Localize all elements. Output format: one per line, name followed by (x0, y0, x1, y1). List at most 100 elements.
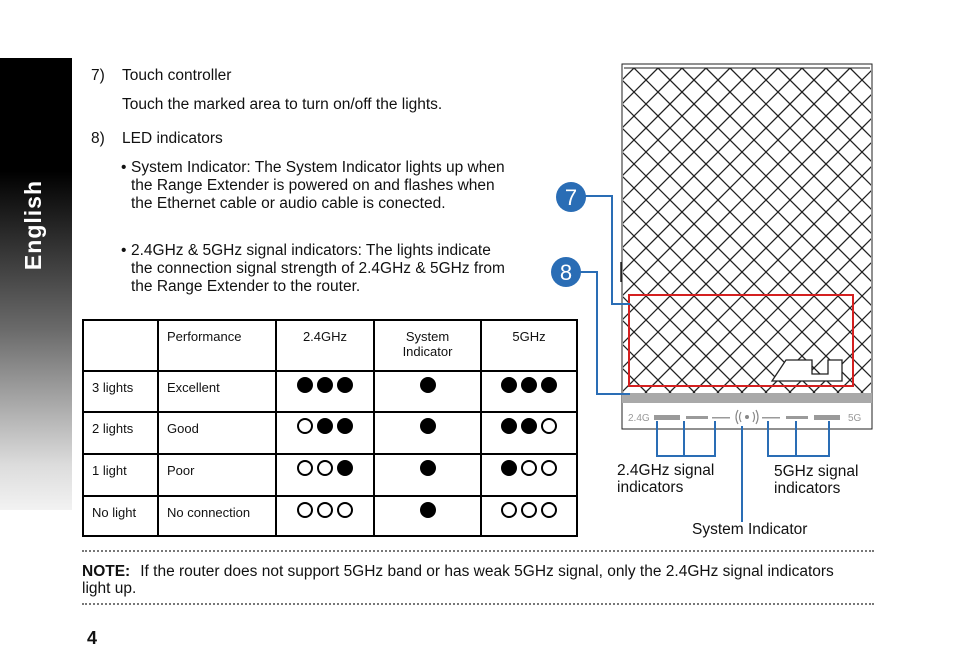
led-off-icon (521, 502, 537, 518)
leader-7 (585, 195, 630, 305)
separator-bottom (82, 603, 874, 605)
row-performance: Excellent (157, 370, 277, 413)
led-off-icon (317, 460, 333, 476)
led-on-icon (297, 377, 313, 393)
indicator-dots (383, 502, 472, 518)
label-system-indicator: System Indicator (692, 521, 808, 538)
table-header-cell: 5GHz (480, 319, 578, 372)
bullet-text: System Indicator: The System Indicator l… (131, 159, 505, 212)
led-indicator-table: Performance 2.4GHz System Indicator 5GHz… (82, 319, 578, 537)
callout-8-label: 8 (560, 260, 572, 285)
note-label: NOTE: (82, 563, 131, 580)
cell-24ghz (275, 370, 375, 413)
diamond-pattern (623, 68, 871, 393)
cell-24ghz (275, 495, 375, 537)
led-on-icon (521, 418, 537, 434)
led-on-icon (501, 377, 517, 393)
led-off-icon (297, 460, 313, 476)
note-text: If the router does not support 5GHz band… (82, 563, 834, 597)
row-label: No light (82, 495, 159, 537)
range-extender-figure: 2.4G 5G 7 8 (551, 63, 873, 522)
page-number: 4 (87, 628, 98, 648)
row-label: 1 light (82, 453, 159, 497)
led-on-icon (521, 377, 537, 393)
led-5-2 (786, 416, 808, 419)
callout-7: 7 (556, 182, 586, 212)
bullet-mark: • (121, 159, 127, 176)
led-strip-label-24: 2.4G (628, 413, 650, 424)
callout-7-label: 7 (565, 185, 577, 210)
indicator-dots (285, 502, 365, 518)
bracket-5 (767, 421, 830, 457)
indicator-dots (383, 377, 472, 393)
row-performance: Good (157, 411, 277, 455)
item-8-title: LED indicators (122, 130, 223, 147)
indicator-dots (490, 377, 568, 393)
separator-top (82, 550, 874, 552)
row-performance: Poor (157, 453, 277, 497)
led-off-icon (297, 502, 313, 518)
indicator-dots (383, 418, 472, 434)
led-5-1 (762, 417, 780, 419)
item-8-number: 8) (91, 130, 105, 147)
led-off-icon (541, 418, 557, 434)
bracket-24 (656, 421, 716, 457)
cell-5ghz (480, 411, 578, 455)
item-7-body: Touch the marked area to turn on/off the… (122, 96, 443, 113)
led-off-icon (541, 460, 557, 476)
indicator-dots (285, 418, 365, 434)
cell-system (373, 453, 482, 497)
cell-5ghz (480, 453, 578, 497)
led-off-icon (521, 460, 537, 476)
led-on-icon (317, 377, 333, 393)
table-header-row: Performance 2.4GHz System Indicator 5GHz (82, 319, 578, 372)
bullet-text: 2.4GHz & 5GHz signal indicators: The lig… (131, 242, 505, 295)
cell-system (373, 411, 482, 455)
row-label: 3 lights (82, 370, 159, 413)
bullet-signal-indicators: • 2.4GHz & 5GHz signal indicators: The l… (121, 242, 511, 296)
led-on-icon (419, 502, 436, 518)
led-on-icon (337, 460, 353, 476)
led-off-icon (501, 502, 517, 518)
side-tab: English (0, 58, 72, 510)
led-on-icon (337, 418, 353, 434)
cell-system (373, 370, 482, 413)
touch-area-highlight (628, 294, 854, 387)
cell-24ghz (275, 411, 375, 455)
cell-system (373, 495, 482, 537)
led-strip-bar (622, 393, 872, 403)
table-header-cell: System Indicator (373, 319, 482, 372)
led-on-icon (501, 460, 517, 476)
table-header-cell (82, 319, 159, 372)
indicator-dots (490, 418, 568, 434)
cell-5ghz (480, 370, 578, 413)
indicator-dots (285, 460, 365, 476)
led-off-icon (337, 502, 353, 518)
led-on-icon (337, 377, 353, 393)
label-24ghz-indicators: 2.4GHz signal indicators (617, 462, 715, 496)
led-on-icon (501, 418, 517, 434)
leader-lines (580, 195, 830, 522)
cell-24ghz (275, 453, 375, 497)
note: NOTE:If the router does not support 5GHz… (82, 563, 862, 597)
led-on-icon (419, 460, 436, 476)
led-5-3 (814, 415, 840, 420)
touch-ridge (770, 359, 843, 382)
led-on-icon (419, 377, 436, 393)
callout-8: 8 (551, 257, 581, 287)
indicator-dots (490, 502, 568, 518)
led-on-icon (419, 418, 436, 434)
led-on-icon (317, 418, 333, 434)
row-performance: No connection (157, 495, 277, 537)
led-24-3 (654, 415, 680, 420)
indicator-dots (383, 460, 472, 476)
cell-5ghz (480, 495, 578, 537)
bullet-mark: • (121, 242, 127, 259)
indicator-dots (285, 377, 365, 393)
wifi-system-icon (735, 409, 759, 425)
led-24-2 (686, 416, 708, 419)
led-off-icon (541, 502, 557, 518)
